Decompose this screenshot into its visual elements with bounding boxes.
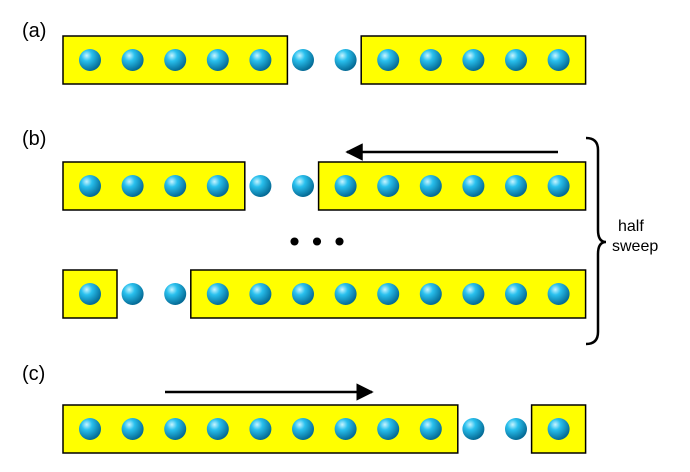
site-sphere bbox=[462, 418, 485, 440]
brace-text-sweep: sweep bbox=[612, 238, 658, 255]
site-sphere bbox=[377, 283, 400, 305]
site-sphere bbox=[334, 175, 357, 197]
site-sphere bbox=[292, 49, 314, 71]
site-sphere bbox=[462, 283, 485, 305]
site-sphere bbox=[462, 175, 485, 197]
site-sphere bbox=[292, 175, 314, 197]
site-sphere bbox=[206, 49, 229, 71]
label-a: (a) bbox=[22, 20, 46, 42]
site-sphere bbox=[419, 49, 442, 71]
right-block bbox=[317, 161, 587, 211]
chain-row-b2 bbox=[62, 269, 587, 319]
site-sphere bbox=[121, 49, 144, 71]
ellipsis-dots: ••• bbox=[286, 226, 354, 259]
site-sphere bbox=[121, 175, 144, 197]
site-sphere bbox=[79, 418, 101, 440]
site-sphere bbox=[121, 418, 144, 440]
site-sphere bbox=[547, 175, 570, 197]
site-sphere bbox=[505, 418, 527, 440]
brace-text-half: half bbox=[618, 218, 644, 235]
site-sphere bbox=[249, 49, 272, 71]
chain-row-a bbox=[62, 35, 587, 85]
site-sphere bbox=[419, 418, 442, 440]
site-sphere bbox=[334, 49, 357, 71]
label-c: (c) bbox=[22, 363, 45, 385]
half-sweep-brace bbox=[585, 136, 607, 346]
site-sphere bbox=[547, 418, 570, 440]
site-sphere bbox=[505, 283, 527, 305]
site-sphere bbox=[164, 418, 187, 440]
site-sphere bbox=[419, 175, 442, 197]
chain-rows bbox=[62, 35, 587, 454]
chain-row-c bbox=[62, 404, 587, 454]
site-sphere bbox=[121, 283, 144, 305]
site-sphere bbox=[206, 418, 229, 440]
site-sphere bbox=[377, 49, 400, 71]
site-sphere bbox=[292, 283, 314, 305]
site-sphere bbox=[249, 283, 272, 305]
chain-row-b1 bbox=[62, 161, 587, 211]
site-sphere bbox=[419, 283, 442, 305]
site-sphere bbox=[547, 49, 570, 71]
site-sphere bbox=[334, 418, 357, 440]
site-sphere bbox=[164, 49, 187, 71]
label-b: (b) bbox=[22, 128, 46, 150]
site-sphere bbox=[79, 175, 101, 197]
site-sphere bbox=[377, 175, 400, 197]
site-sphere bbox=[377, 418, 400, 440]
site-sphere bbox=[249, 418, 272, 440]
site-sphere bbox=[505, 49, 527, 71]
site-sphere bbox=[249, 175, 272, 197]
site-sphere bbox=[292, 418, 314, 440]
site-sphere bbox=[462, 49, 485, 71]
site-sphere bbox=[206, 175, 229, 197]
site-sphere bbox=[164, 175, 187, 197]
site-sphere bbox=[505, 175, 527, 197]
site-sphere bbox=[164, 283, 187, 305]
site-sphere bbox=[334, 283, 357, 305]
site-sphere bbox=[547, 283, 570, 305]
site-sphere bbox=[79, 283, 101, 305]
site-sphere bbox=[206, 283, 229, 305]
site-sphere bbox=[79, 49, 101, 71]
